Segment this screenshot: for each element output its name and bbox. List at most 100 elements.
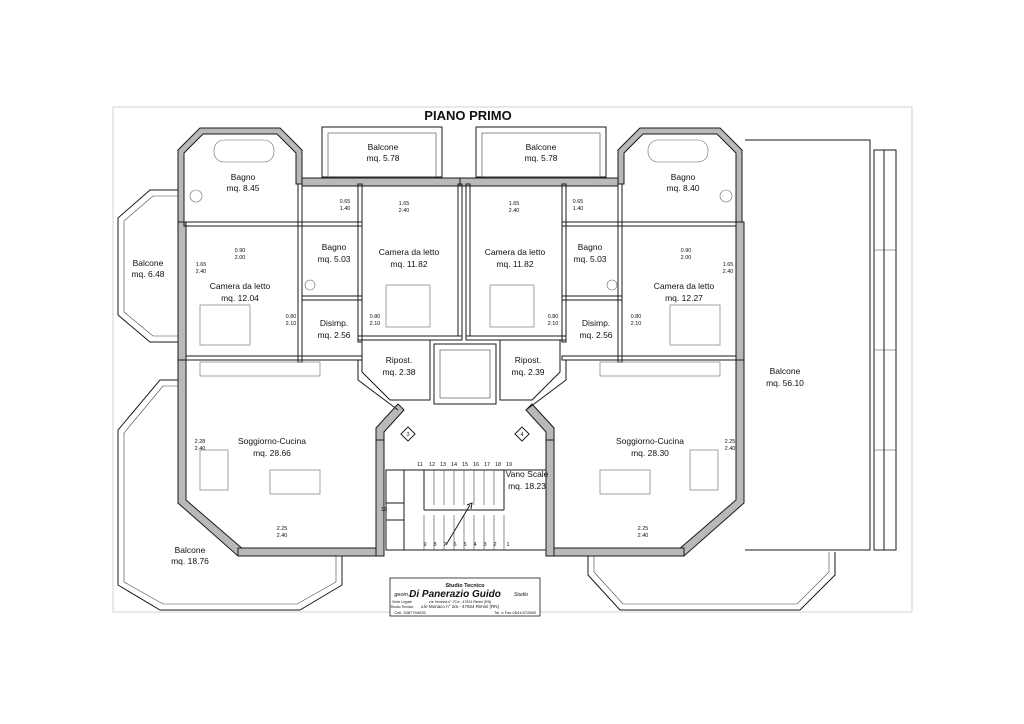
svg-text:10: 10 — [381, 507, 387, 513]
room-name-balcone-e: Balcone — [770, 366, 801, 376]
room-area-camera-center-right: mq. 11.82 — [496, 259, 533, 269]
room-name-bagno-right: Bagno — [671, 172, 696, 182]
svg-text:2.10: 2.10 — [631, 321, 642, 327]
wall-southeast — [677, 359, 745, 557]
svg-text:0.80: 0.80 — [370, 314, 381, 320]
room-name-soggiorno-right: Soggiorno-Cucina — [616, 436, 684, 446]
svg-text:2.40: 2.40 — [195, 446, 206, 452]
svg-text:0.90: 0.90 — [681, 248, 692, 254]
room-name-camera-center-left: Camera da letto — [379, 247, 440, 257]
svg-text:4: 4 — [520, 432, 523, 438]
room-name-bagno-left: Bagno — [231, 172, 256, 182]
room-name-disimp-left: Disimp. — [320, 318, 348, 328]
room-area-vano-scale: mq. 18.23 — [508, 481, 546, 491]
stair-step-numbers: 11 12 13 14 15 16 17 18 19 9 8 7 6 5 4 3… — [381, 462, 512, 548]
svg-text:17: 17 — [484, 462, 490, 468]
svg-text:13: 13 — [440, 462, 446, 468]
room-name-ripost-right: Ripost. — [515, 355, 541, 365]
room-area-ripost-left: mq. 2.38 — [382, 367, 415, 377]
room-name-balcone-n-right: Balcone — [526, 142, 557, 152]
room-name-camera-right: Camera da letto — [654, 281, 715, 291]
svg-text:0.90: 0.90 — [235, 248, 246, 254]
room-area-camera-center-left: mq. 11.82 — [390, 259, 427, 269]
wall-stair-left — [375, 439, 385, 557]
room-name-vano-scale: Vano Scale — [506, 469, 549, 479]
room-area-camera-left: mq. 12.04 — [221, 293, 259, 303]
wall-west — [177, 221, 187, 363]
svg-text:Studio Tecnico: Studio Tecnico — [445, 583, 485, 589]
svg-text:2.40: 2.40 — [399, 208, 410, 214]
wall-southwest — [177, 359, 245, 557]
room-name-camera-left: Camera da letto — [210, 281, 271, 291]
wall-east — [735, 221, 745, 363]
svg-text:16: 16 — [473, 462, 479, 468]
svg-text:geom.: geom. — [394, 592, 409, 598]
wall-south-right — [549, 547, 685, 557]
svg-text:2.25: 2.25 — [638, 526, 649, 532]
room-area-disimp-left: mq. 2.56 — [317, 330, 350, 340]
room-name-balcone-sw: Balcone — [175, 545, 206, 555]
svg-text:1.40: 1.40 — [340, 206, 351, 212]
svg-text:1.65: 1.65 — [723, 262, 734, 268]
room-name-disimp-right: Disimp. — [582, 318, 610, 328]
svg-text:0.80: 0.80 — [631, 314, 642, 320]
svg-text:Studio Tecnico: Studio Tecnico — [391, 605, 414, 609]
svg-text:0.65: 0.65 — [340, 199, 351, 205]
svg-text:4: 4 — [473, 542, 476, 548]
svg-text:Di Panerazio Guido: Di Panerazio Guido — [409, 589, 501, 600]
svg-text:0.65: 0.65 — [573, 199, 584, 205]
svg-text:19: 19 — [506, 462, 512, 468]
room-area-disimp-right: mq. 2.56 — [579, 330, 612, 340]
svg-text:2.40: 2.40 — [509, 208, 520, 214]
balcony-north-right-outline — [475, 126, 607, 178]
svg-text:9: 9 — [423, 542, 426, 548]
svg-text:1: 1 — [506, 542, 509, 548]
room-area-balcone-n-left: mq. 5.78 — [366, 153, 399, 163]
room-labels: Balcone mq. 5.78 Balcone mq. 5.78 Bagno … — [131, 142, 804, 566]
balcony-west-outline — [117, 189, 182, 343]
svg-text:0.80: 0.80 — [548, 314, 559, 320]
room-area-balcone-e: mq. 56.10 — [766, 378, 804, 388]
svg-text:8: 8 — [433, 542, 436, 548]
room-area-bagno-left: mq. 8.45 — [226, 183, 259, 193]
svg-text:2.00: 2.00 — [681, 255, 692, 261]
svg-text:Cell. 3387794035: Cell. 3387794035 — [394, 610, 426, 615]
svg-text:2.25: 2.25 — [277, 526, 288, 532]
svg-text:2.10: 2.10 — [286, 321, 297, 327]
wall-north-left — [301, 177, 463, 187]
svg-text:2.25: 2.25 — [725, 439, 736, 445]
room-area-bagno-right: mq. 8.40 — [666, 183, 699, 193]
room-name-balcone-w: Balcone — [133, 258, 164, 268]
furniture — [189, 139, 733, 495]
plan-title: PIANO PRIMO — [424, 108, 511, 123]
svg-text:0.80: 0.80 — [286, 314, 297, 320]
balcony-east-outline — [745, 139, 871, 551]
room-area-soggiorno-left: mq. 28.66 — [253, 448, 291, 458]
staircase — [385, 469, 547, 551]
room-area-balcone-w: mq. 6.48 — [131, 269, 164, 279]
svg-text:2.40: 2.40 — [723, 269, 734, 275]
room-area-balcone-sw: mq. 18.76 — [171, 556, 209, 566]
room-area-bagno-small-left: mq. 5.03 — [317, 254, 350, 264]
svg-text:12: 12 — [429, 462, 435, 468]
room-name-camera-center-right: Camera da letto — [485, 247, 546, 257]
room-area-camera-right: mq. 12.27 — [665, 293, 703, 303]
room-name-bagno-small-right: Bagno — [578, 242, 603, 252]
balcony-southeast-outline — [587, 552, 836, 611]
svg-text:2.40: 2.40 — [196, 269, 207, 275]
svg-text:2.40: 2.40 — [725, 446, 736, 452]
dimension-notes: 1.65 2.40 1.65 2.40 0.80 2.10 0.80 2.10 … — [195, 199, 736, 539]
room-name-balcone-n-left: Balcone — [368, 142, 399, 152]
room-area-soggiorno-right: mq. 28.30 — [631, 448, 669, 458]
wall-stair-right — [545, 439, 555, 557]
svg-text:11: 11 — [417, 462, 423, 468]
room-name-soggiorno-left: Soggiorno-Cucina — [238, 436, 306, 446]
room-area-bagno-small-right: mq. 5.03 — [573, 254, 606, 264]
svg-text:3: 3 — [406, 432, 409, 438]
svg-text:2.28: 2.28 — [195, 439, 206, 445]
svg-text:2.40: 2.40 — [638, 533, 649, 539]
svg-text:2.10: 2.10 — [548, 321, 559, 327]
svg-text:1.65: 1.65 — [399, 201, 410, 207]
internal-walls — [183, 183, 737, 411]
